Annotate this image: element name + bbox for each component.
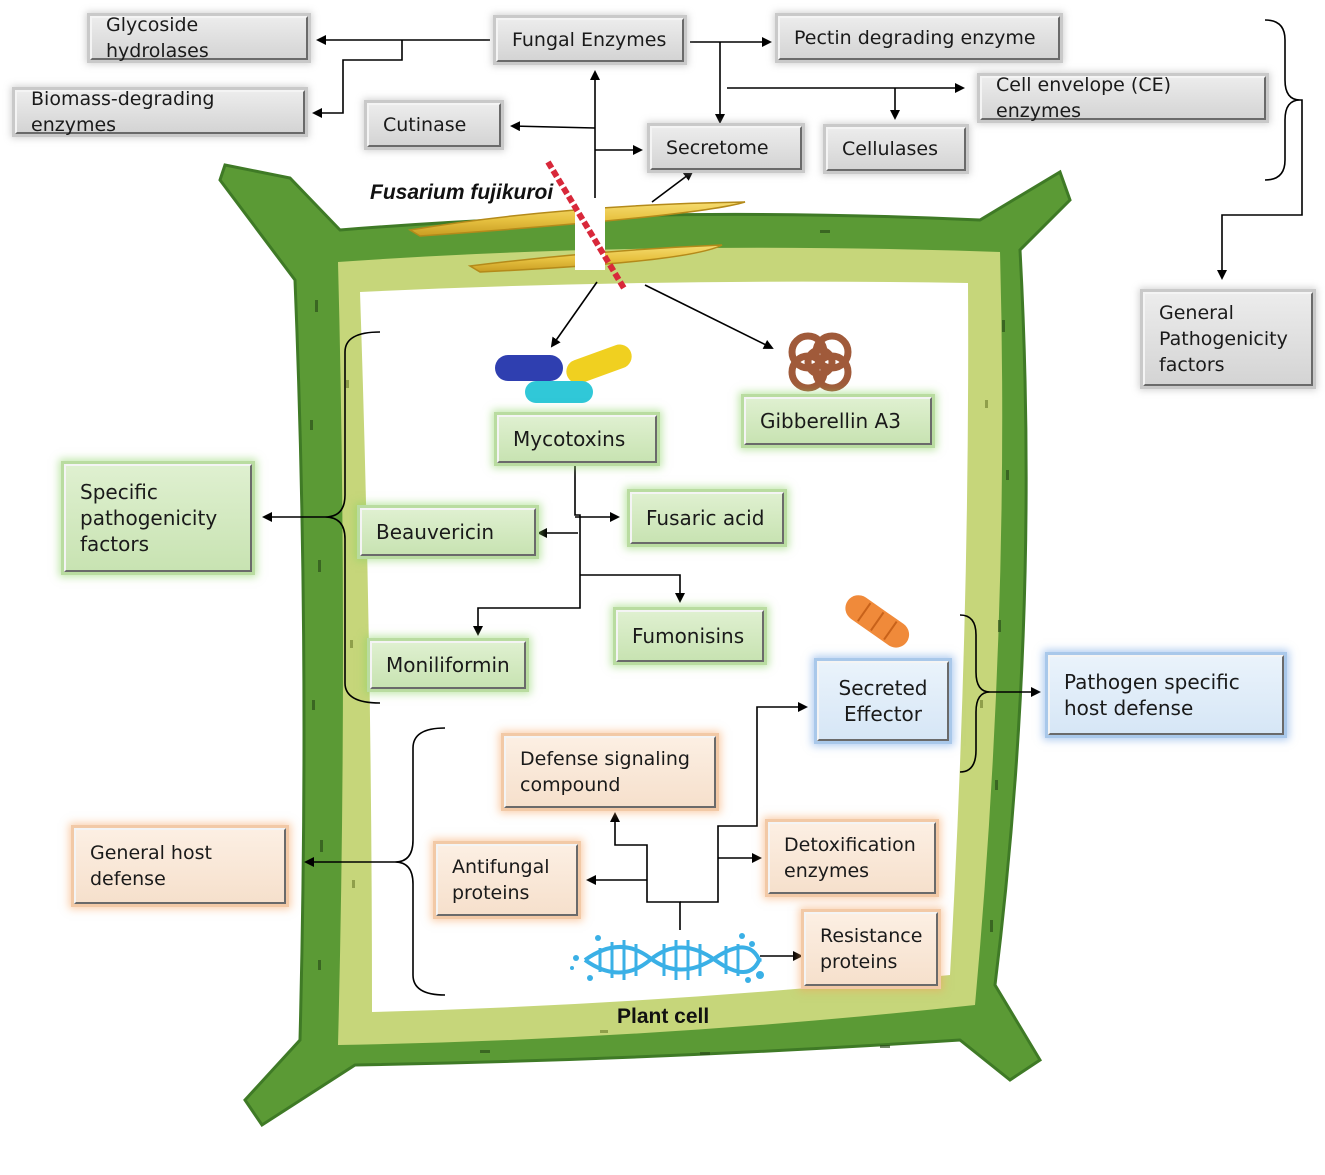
- cell-envelope-enzymes-box: Cell envelope (CE) enzymes: [980, 74, 1266, 122]
- fumonisins-box: Fumonisins: [616, 610, 764, 662]
- beauvericin-label: Beauvericin: [376, 520, 495, 544]
- pectin-degrading-enzyme-box: Pectin degrading enzyme: [778, 16, 1060, 60]
- cellulases-box: Cellulases: [826, 127, 966, 171]
- general-host-defense-label: General host defense: [90, 842, 212, 890]
- cutinase-box: Cutinase: [367, 103, 501, 147]
- detoxification-enzymes-box: Detoxification enzymes: [768, 822, 936, 894]
- specific-pathogenicity-factors-label: Specific pathogenicity factors: [80, 480, 218, 556]
- resistance-proteins-box: Resistance proteins: [804, 912, 938, 986]
- general-pathogenicity-factors-box: General Pathogenicity factors: [1143, 292, 1313, 386]
- secreted-effector-box: Secreted Effector: [817, 661, 949, 741]
- fungus-name-label: Fusarium fujikuroi: [370, 181, 554, 204]
- specific-pathogenicity-factors-box: Specific pathogenicity factors: [64, 464, 252, 572]
- plant-cell-label: Plant cell: [617, 1005, 710, 1028]
- pathogen-specific-host-defense-box: Pathogen specific host defense: [1048, 655, 1284, 735]
- fusaric-acid-label: Fusaric acid: [646, 506, 765, 530]
- pathogen-specific-host-defense-label: Pathogen specific host defense: [1064, 670, 1240, 720]
- biomass-degrading-enzymes-label: Biomass-degrading enzymes: [31, 88, 215, 136]
- cellulases-label: Cellulases: [842, 138, 938, 160]
- effector-molecule: [845, 595, 910, 648]
- biomass-degrading-enzymes-box: Biomass-degrading enzymes: [15, 88, 305, 136]
- mycotoxins-box: Mycotoxins: [497, 415, 657, 463]
- antifungal-proteins-box: Antifungal proteins: [436, 844, 578, 916]
- glycoside-hydrolases-label: Glycoside hydrolases: [106, 14, 209, 62]
- general-pathogenicity-factors-label: General Pathogenicity factors: [1159, 302, 1288, 376]
- dna-helix: [570, 933, 764, 983]
- fusaric-acid-box: Fusaric acid: [630, 492, 784, 544]
- fungal-enzymes-box: Fungal Enzymes: [496, 18, 684, 62]
- fungal-enzymes-label: Fungal Enzymes: [512, 29, 667, 51]
- fusarium-hyphae: [407, 160, 746, 292]
- connector-lines: [262, 19, 1303, 996]
- cutinase-label: Cutinase: [383, 114, 467, 136]
- mycotoxin-molecules: [495, 344, 632, 403]
- glycoside-hydrolases-box: Glycoside hydrolases: [90, 14, 308, 62]
- general-host-defense-box: General host defense: [74, 828, 286, 904]
- cell-envelope-enzymes-label: Cell envelope (CE) enzymes: [996, 74, 1172, 122]
- moniliformin-box: Moniliformin: [370, 641, 526, 689]
- fumonisins-label: Fumonisins: [632, 624, 745, 648]
- gibberellin-a3-box: Gibberellin A3: [744, 397, 932, 445]
- secreted-effector-label: Secreted Effector: [838, 676, 928, 726]
- antifungal-proteins-label: Antifungal proteins: [452, 856, 550, 904]
- detoxification-enzymes-label: Detoxification enzymes: [784, 834, 916, 882]
- resistance-proteins-label: Resistance proteins: [820, 925, 923, 973]
- gibberellin-a3-label: Gibberellin A3: [760, 409, 901, 433]
- defense-signaling-compound-label: Defense signaling compound: [520, 748, 690, 796]
- mycotoxins-label: Mycotoxins: [513, 427, 626, 451]
- beauvericin-box: Beauvericin: [360, 508, 536, 556]
- pectin-degrading-enzyme-label: Pectin degrading enzyme: [794, 27, 1036, 49]
- gibberellin-molecule: [788, 332, 852, 392]
- secretome-box: Secretome: [650, 126, 802, 170]
- defense-signaling-compound-box: Defense signaling compound: [504, 736, 716, 808]
- moniliformin-label: Moniliformin: [386, 653, 510, 677]
- secretome-label: Secretome: [666, 137, 769, 159]
